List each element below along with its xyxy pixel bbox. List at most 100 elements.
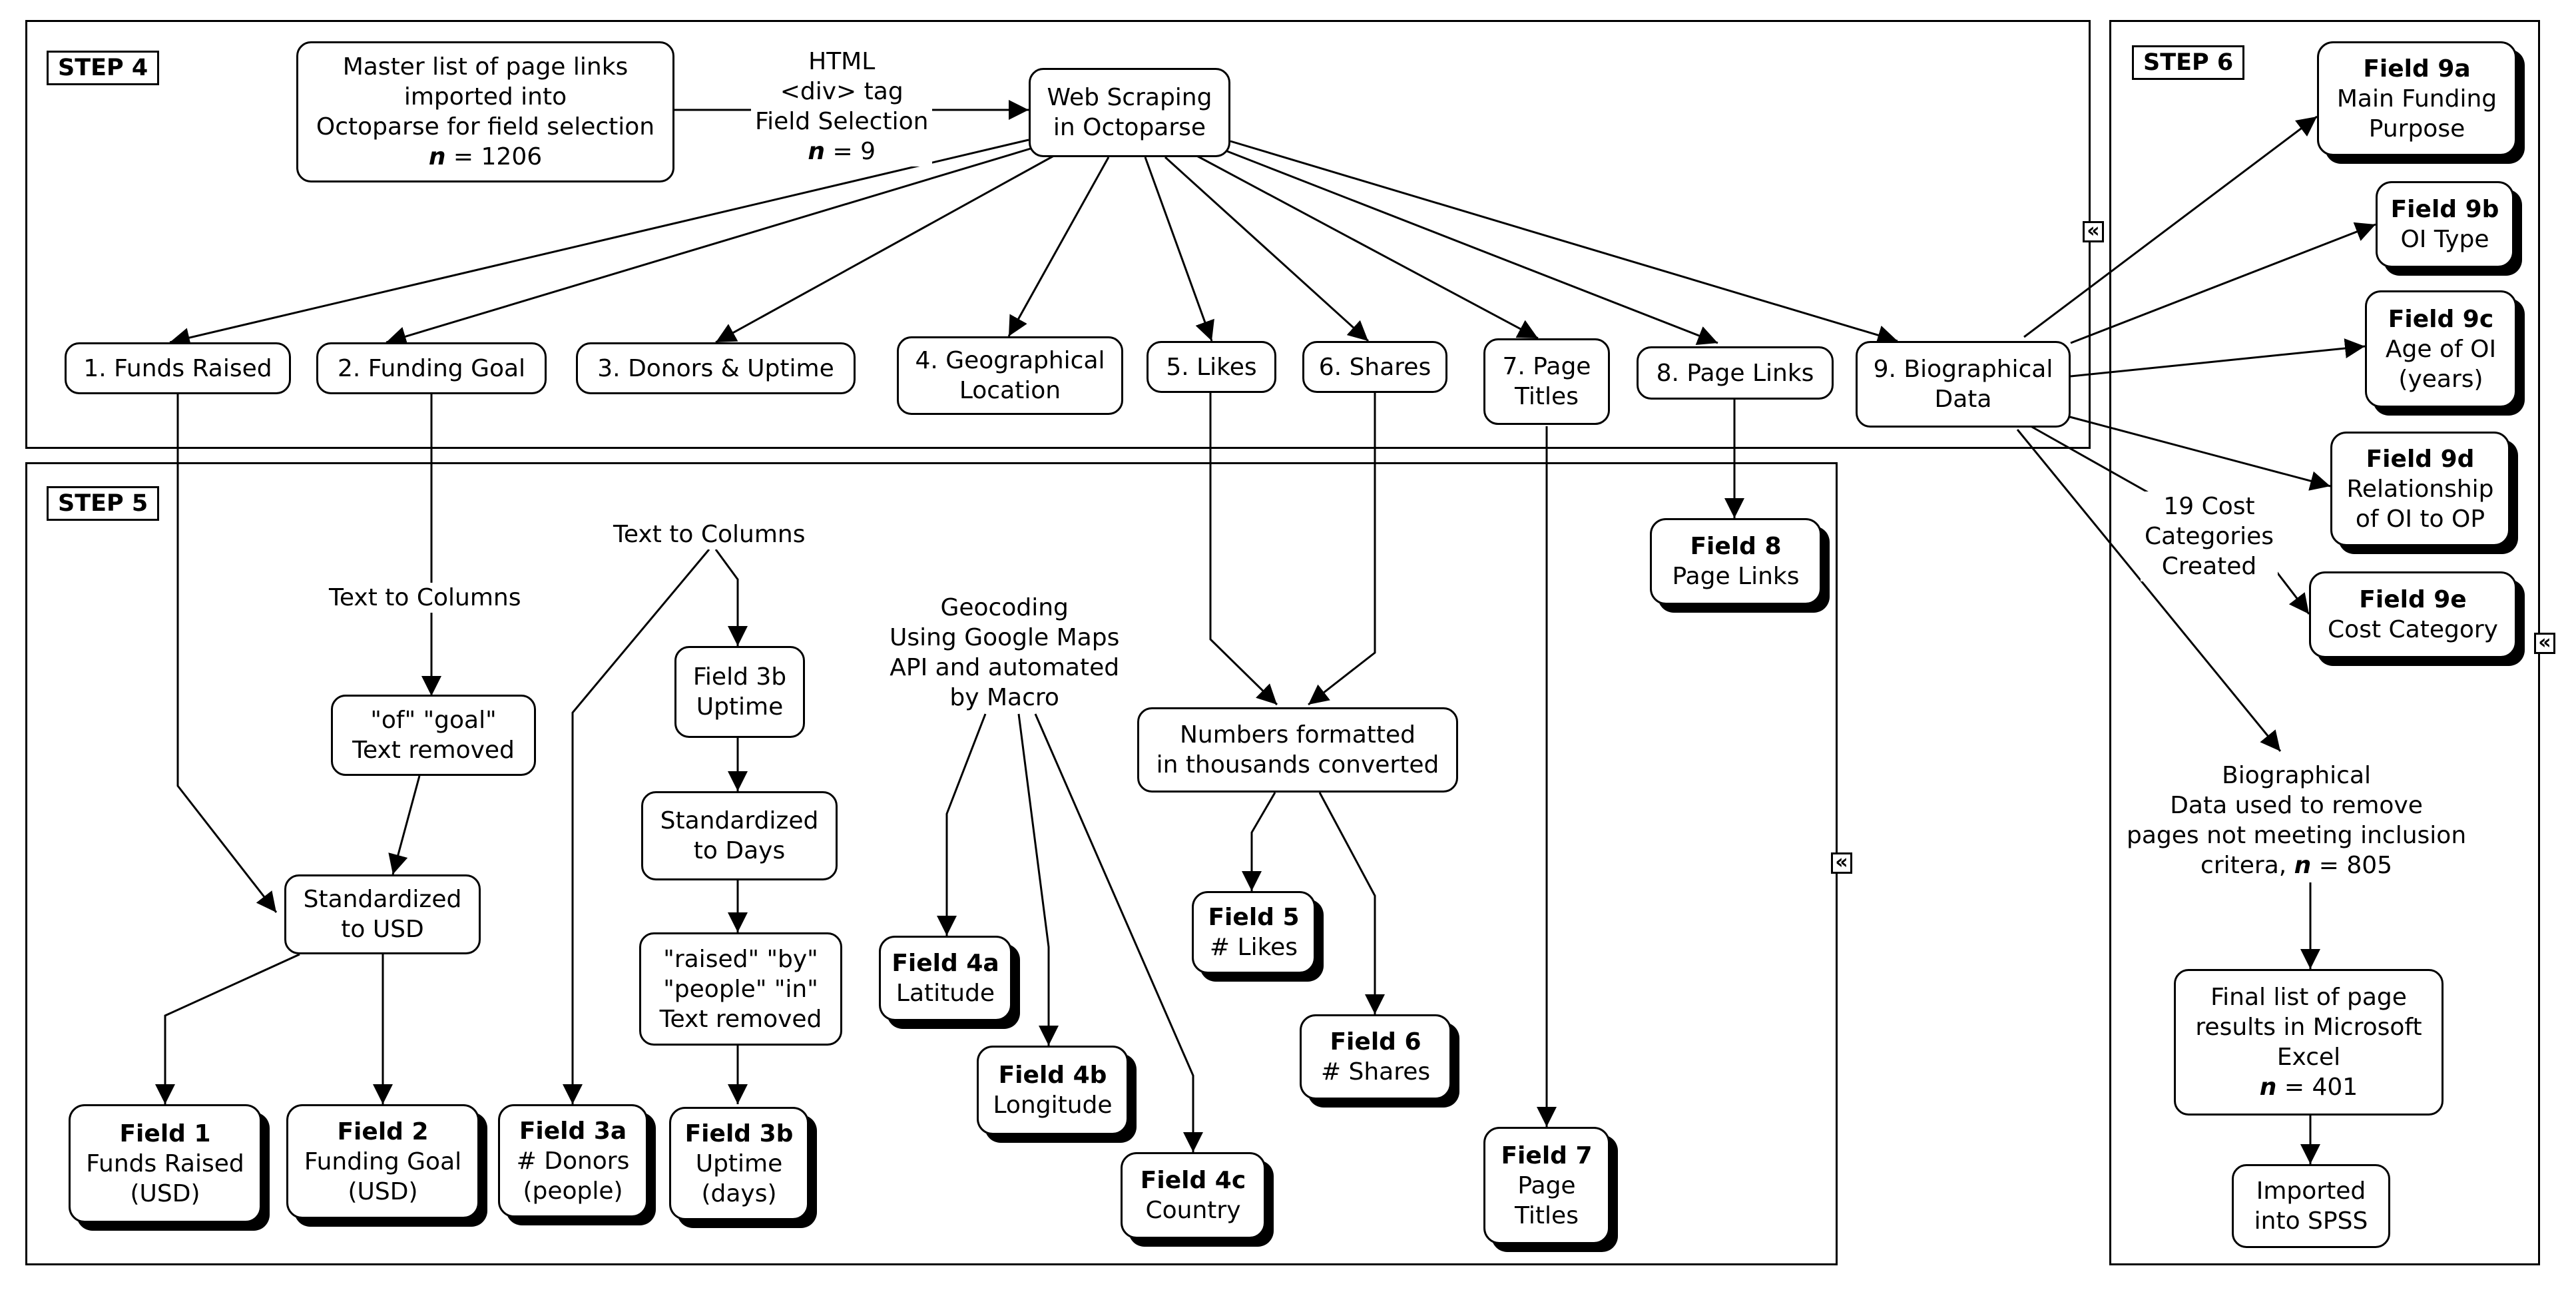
geo-line-1: 4. Geographical	[915, 347, 1105, 374]
edge-f9-field9c	[2070, 338, 2366, 378]
text-to-columns-label-1: Text to Columns	[325, 583, 525, 613]
step4-label: STEP 4	[47, 51, 160, 85]
field4c-title: Field 4c	[1140, 1167, 1246, 1194]
cost-line-3: Created	[2161, 553, 2257, 580]
edge-f9-biotext	[2016, 429, 2282, 752]
spss-line-1: Imported	[2256, 1177, 2366, 1205]
field3b-uptime-node: Field 3b Uptime	[674, 646, 805, 738]
titles-line-1: 7. Page	[1502, 353, 1591, 380]
ofgoal-line-2: Text removed	[352, 737, 515, 764]
field9d-line-1: Relationship	[2346, 475, 2494, 503]
field1-box: Field 1 Funds Raised (USD)	[69, 1104, 262, 1223]
final-n-value: = 401	[2284, 1074, 2358, 1101]
field9c-line-2: (years)	[2398, 365, 2483, 393]
field9d-box: Field 9d Relationship of OI to OP	[2330, 432, 2510, 546]
edge-numbers-field5	[1242, 792, 1276, 891]
master-n-value: = 1206	[453, 143, 543, 170]
edge-web-f7	[1191, 152, 1539, 340]
field6-line-1: # Shares	[1320, 1058, 1431, 1086]
cost-line-1: 19 Cost	[2163, 493, 2255, 520]
biographical-node: 9. Biographical Data	[1856, 341, 2071, 428]
field7-title: Field 7	[1501, 1141, 1593, 1169]
final-line-3: Excel	[2276, 1044, 2341, 1071]
raised-line-3: Text removed	[659, 1005, 822, 1033]
shares-node: 6. Shares	[1302, 341, 1447, 393]
field7-box: Field 7 Page Titles	[1483, 1127, 1610, 1244]
field6-box: Field 6 # Shares	[1300, 1014, 1451, 1100]
num-line-1: Numbers formatted	[1179, 721, 1416, 749]
edge-ttc-f3bup	[714, 549, 748, 646]
field9c-line-1: Age of OI	[2385, 335, 2497, 363]
edge-numbers-field6	[1318, 792, 1385, 1014]
geo-l2: Using Google Maps	[890, 624, 1120, 651]
html-line-1: HTML	[808, 48, 876, 75]
field4b-title: Field 4b	[998, 1062, 1107, 1089]
field8-title: Field 8	[1690, 533, 1782, 560]
field9d-line-2: of OI to OP	[2355, 505, 2485, 533]
field3a-title: Field 3a	[519, 1117, 627, 1145]
collapse-step5-icon[interactable]: «	[1831, 852, 1852, 874]
field2-line-1: Funding Goal	[304, 1147, 462, 1175]
ofgoal-line-1: "of" "goal"	[370, 707, 497, 734]
edge-geo-field4c	[1034, 713, 1203, 1152]
geo-line-2: Location	[959, 377, 1061, 404]
field1-line-2: (USD)	[130, 1179, 200, 1207]
field9e-line-1: Cost Category	[2328, 616, 2498, 643]
stdusd-line-1: Standardized	[303, 886, 462, 913]
web-scraping-node: Web Scraping in Octoparse	[1029, 68, 1230, 157]
field9a-line-1: Main Funding	[2336, 85, 2497, 113]
geo-location-node: 4. Geographical Location	[897, 336, 1123, 415]
final-line-1: Final list of page	[2210, 984, 2407, 1011]
geocoding-label: Geocoding Using Google Maps API and auto…	[886, 593, 1124, 713]
biographical-used-label: Biographical Data used to remove pages n…	[2123, 761, 2471, 880]
collapse-step6-icon[interactable]: «	[2534, 633, 2555, 654]
raised-line-2: "people" "in"	[663, 975, 818, 1003]
spss-line-2: into SPSS	[2254, 1207, 2368, 1235]
web-line-2: in Octoparse	[1053, 114, 1206, 141]
field3a-line-2: (people)	[523, 1177, 623, 1205]
field2-box: Field 2 Funding Goal (USD)	[286, 1104, 479, 1219]
html-edge-label: HTML <div> tag Field Selection n = 9	[751, 47, 933, 166]
edge-web-f8	[1218, 147, 1718, 346]
field4a-title: Field 4a	[892, 950, 999, 977]
field9a-title: Field 9a	[2363, 55, 2471, 83]
text-to-columns-label-2: Text to Columns	[609, 519, 810, 549]
edge-web-f9	[1230, 140, 1898, 345]
titles-line-2: Titles	[1515, 383, 1579, 410]
funds-raised-node: 1. Funds Raised	[65, 342, 291, 394]
html-line-2: <div> tag	[780, 78, 903, 105]
field4c-box: Field 4c Country	[1121, 1152, 1266, 1239]
edge-geo-field4a	[937, 713, 987, 936]
page-titles-node: 7. Page Titles	[1483, 338, 1610, 425]
field4c-line-1: Country	[1145, 1197, 1241, 1224]
field5-line-1: # Likes	[1209, 934, 1298, 961]
field2-title: Field 2	[337, 1118, 429, 1145]
master-list-node: Master list of page links imported into …	[296, 41, 674, 182]
n-symbol: n	[428, 143, 446, 170]
n-symbol: n	[808, 138, 826, 165]
bioused-line-4: critera, n = 805	[2127, 850, 2466, 880]
field5-box: Field 5 # Likes	[1192, 891, 1316, 974]
edge-web-f6	[1164, 156, 1370, 342]
field4a-box: Field 4a Latitude	[879, 936, 1012, 1021]
edge-f9-field9b	[2070, 222, 2376, 344]
field9b-box: Field 9b OI Type	[2376, 181, 2514, 268]
bio-line-1: 9. Biographical	[1873, 356, 2053, 383]
n-symbol: n	[2294, 852, 2312, 879]
edge-web-f2	[386, 144, 1043, 346]
f3bup-line-1: Field 3b	[692, 663, 787, 691]
bio-n-value: = 805	[2318, 852, 2393, 879]
spss-node: Imported into SPSS	[2232, 1164, 2390, 1248]
page-links-node: 8. Page Links	[1637, 346, 1834, 400]
num-line-2: in thousands converted	[1156, 751, 1439, 779]
stddays-line-2: to Days	[693, 837, 786, 864]
field3a-line-1: # Donors	[516, 1147, 630, 1175]
standardized-days-node: Standardized to Days	[641, 791, 838, 880]
field9e-box: Field 9e Cost Category	[2309, 571, 2517, 658]
field2-line-2: (USD)	[348, 1177, 418, 1205]
html-n-value: = 9	[832, 138, 876, 165]
collapse-step4-icon[interactable]: «	[2083, 221, 2104, 242]
likes-node: 5. Likes	[1147, 341, 1276, 393]
field8-box: Field 8 Page Links	[1650, 518, 1822, 605]
field3b-box: Field 3b Uptime (days)	[669, 1107, 809, 1220]
